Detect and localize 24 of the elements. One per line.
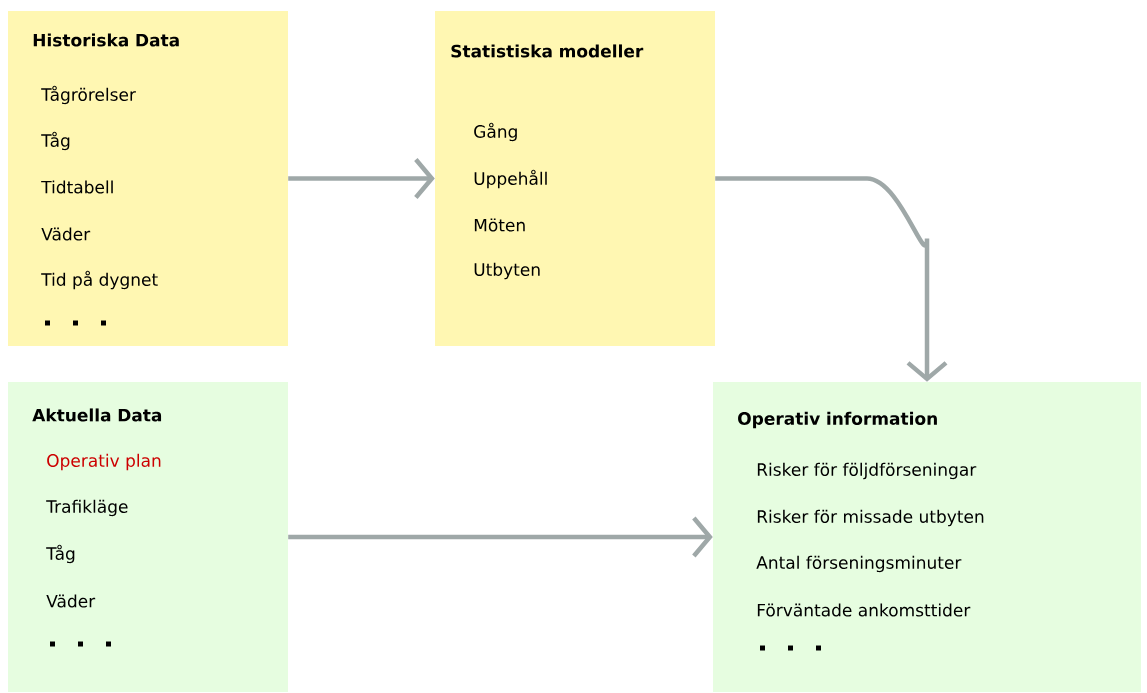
heading: Aktuella Data: [32, 408, 162, 422]
heading: Statistiska modeller: [451, 44, 644, 58]
list-item: Trafikläge: [46, 499, 128, 517]
heading: Operativ information: [738, 411, 937, 429]
list-item: Risker för följdförseningar: [757, 462, 977, 480]
list-item: Tåg: [41, 131, 70, 151]
list-item: Risker för missade utbyten: [757, 509, 984, 527]
list-item: Möten: [474, 218, 525, 232]
list-item: Gång: [474, 122, 517, 142]
list-item: Väder: [46, 594, 96, 608]
list-item: Utbyten: [474, 262, 540, 280]
arrow: [715, 176, 948, 382]
list-item: Tid på dygnet: [41, 270, 158, 290]
list-item: Tidtabell: [41, 180, 113, 194]
list-item: Antal förseningsminuter: [756, 555, 962, 573]
list-item: Tåg: [46, 544, 75, 564]
list-item: Uppehåll: [474, 169, 547, 189]
arrow: [288, 516, 713, 558]
list-item: Väder: [41, 227, 91, 241]
heading: Historiska Data: [33, 33, 179, 47]
list-item: Tågrörelser: [41, 85, 136, 105]
list-item: Operativ plan: [47, 453, 161, 471]
list-item: Förväntade ankomsttider: [757, 603, 971, 617]
arrow: [288, 158, 435, 199]
